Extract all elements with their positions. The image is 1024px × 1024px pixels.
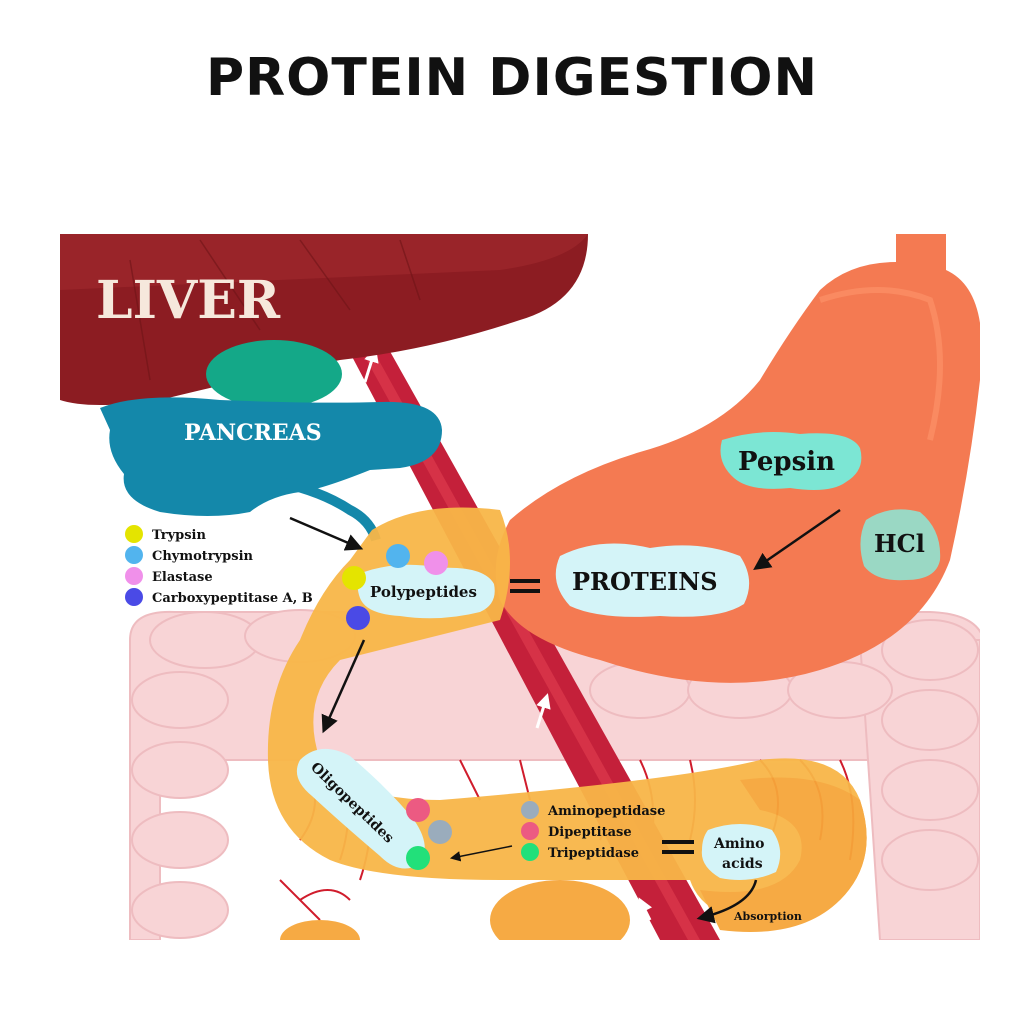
enzyme-dot-trypsin [342,566,366,590]
hcl-blob [860,509,941,581]
pancreatic-duct [269,475,381,542]
enzyme-dot-aminopeptidase [428,820,452,844]
legend-swatch-trypsin [125,525,143,543]
legend-label-chymotrypsin: Chymotrypsin [152,549,254,564]
pancreas [100,397,442,516]
liver [60,234,588,405]
amino-acids-bubble [701,824,781,880]
enzyme-dot-chymotrypsin [386,544,410,568]
enzyme-dot-elastase [424,551,448,575]
enzyme-dot-tripeptidase [406,846,430,870]
pepsin-blob [720,432,862,490]
legend-swatch-tripeptidase [521,843,539,861]
legend-label-aminopeptidase: Aminopeptidase [547,804,665,819]
pepsin-arrow [753,508,841,570]
hcl-label: HCl [874,529,925,558]
equals-sign-proteins [510,579,540,593]
legend-swatch-aminopeptidase [521,801,539,819]
gallbladder [206,340,342,408]
diagram-title: PROTEIN DIGESTION [205,48,819,108]
enzyme-dot-carboxypeptitase [346,606,370,630]
legend-label-carboxypeptitase-a-b: Carboxypeptitase A, B [152,591,313,606]
pepsin-label: Pepsin [738,447,835,477]
enzymes-to-oligopeptides-arrow [449,845,513,862]
pancreas-label: PANCREAS [184,420,322,446]
proteins-bubble [555,543,750,617]
liver-label: LIVER [96,270,281,331]
legend-swatch-chymotrypsin [125,546,143,564]
legend-swatch-dipeptitase [521,822,539,840]
legend-swatch-carboxypeptitase-a-b [125,588,143,606]
pancreas-to-duodenum-arrow [289,516,364,551]
absorption-arrow [696,879,758,924]
proteins-label: PROTEINS [572,567,718,596]
legend-label-elastase: Elastase [152,570,213,585]
enzyme-dot-dipeptitase [406,798,430,822]
legend-label-dipeptitase: Dipeptitase [548,825,632,840]
amino-acids-label-line2: acids [722,856,763,872]
polypeptides-to-oligopeptides-arrow [321,639,366,734]
equals-sign-amino [662,840,694,854]
polypeptides-bubble [357,564,495,619]
legend-label-tripeptidase: Tripeptidase [548,846,639,861]
legend-label-trypsin: Trypsin [152,528,206,543]
amino-acids-label-line1: Amino [713,836,765,852]
pancreatic-enzyme-legend: TrypsinChymotrypsinElastaseCarboxypeptit… [125,525,313,606]
oligopeptides-bubble [296,748,425,869]
absorption-label: Absorption [733,910,802,923]
legend-swatch-elastase [125,567,143,585]
polypeptides-label: Polypeptides [370,583,477,601]
